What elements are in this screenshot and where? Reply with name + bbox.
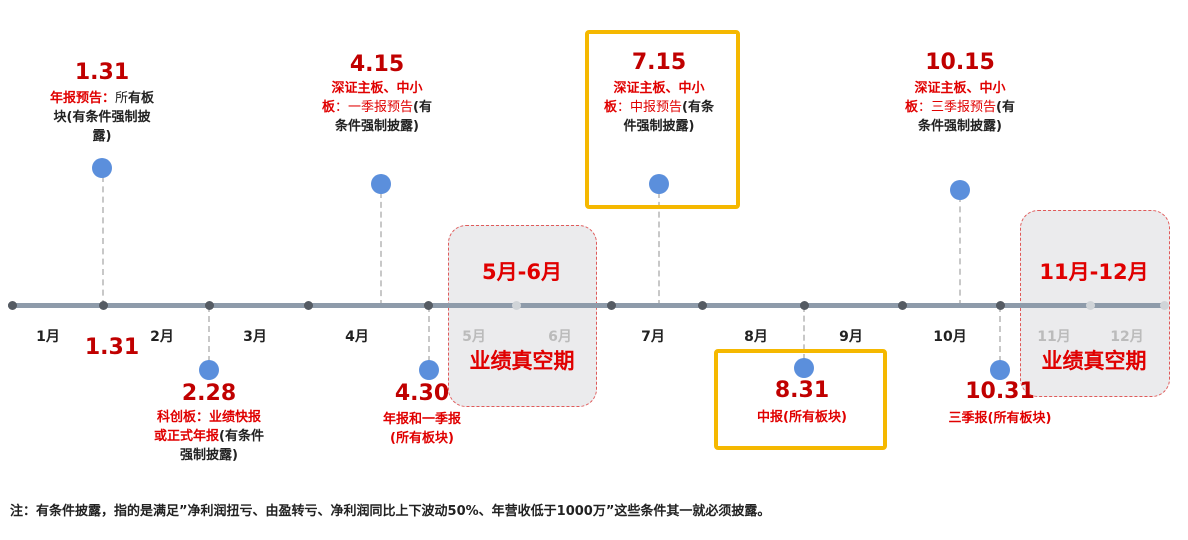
month-label-6: 6月 [548,329,572,345]
event-date-apr30: 4.30 [394,381,450,406]
event-desc-feb28-black: (有条件强制披露) [180,429,264,463]
event-desc-apr15: 深证主板、中小板：一季报预告(有条件强制披露) [321,79,433,136]
axis-tick [304,301,313,310]
event-desc-apr30-red2: (所有板块) [390,431,454,446]
axis-tick [607,301,616,310]
event-dot-oct31 [990,360,1010,380]
event-dot-jan31 [92,158,112,178]
axis-tick [698,301,707,310]
event-date-oct31: 10.31 [965,379,1035,404]
event-desc-jan31-red: 年报预告： [49,91,115,106]
event-date-feb28: 2.28 [181,381,237,406]
stem-jan31 [102,176,104,306]
event-desc-aug31: 中报(所有板块) [732,408,872,427]
stem-jul15 [658,192,660,306]
month-label-4: 4月 [345,329,369,345]
event-desc-jan31-rest: 有板块(有条件强制披露) [53,91,155,144]
event-dot-apr30 [419,360,439,380]
vacuum-period-label-may-jun: 业绩真空期 [469,349,575,373]
event-desc-apr15-red2: ：一季报预告 [335,100,414,115]
axis-tick [898,301,907,310]
axis-tick [205,301,214,310]
stem-oct31 [999,306,1001,362]
event-desc-jul15-black: (有条件强制披露) [623,100,714,134]
stem-apr15 [380,192,382,306]
event-date-apr15: 4.15 [349,52,405,77]
month-label-1: 1月 [36,329,60,345]
event-dot-oct15 [950,180,970,200]
event-desc-oct15-red2: ：三季报预告 [918,100,997,115]
event-desc-oct31-red: 三季报(所有板块) [948,411,1052,426]
vacuum-period-box-may-jun [448,225,597,407]
vacuum-period-title-may-jun: 5月-6月 [482,260,562,284]
event-date-jul15: 7.15 [631,50,687,75]
month-label-8: 8月 [744,329,768,345]
event-date-aug31: 8.31 [774,378,830,403]
axis-tick [1160,301,1169,310]
month-label-9: 9月 [839,329,863,345]
vacuum-period-label-nov-dec: 业绩真空期 [1041,349,1147,373]
month-label-5: 5月 [462,329,486,345]
axis-tick [424,301,433,310]
month-label-10: 10月 [933,329,967,345]
stem-feb28 [208,306,210,362]
event-desc-apr30-red: 年报和一季报 [382,412,461,427]
event-desc-oct15-red: 深证主板、中小板 [905,81,1006,115]
event-dot-apr15 [371,174,391,194]
axis-tick [996,301,1005,310]
event-desc-apr15-black: (有条件强制披露) [335,100,432,134]
stem-aug31 [803,306,805,360]
event-dot-aug31 [794,358,814,378]
month-label-7: 7月 [641,329,665,345]
event-dot-feb28 [199,360,219,380]
vacuum-period-title-nov-dec: 11月-12月 [1039,260,1149,284]
timeline-axis [8,303,1166,308]
event-desc-aug31-red: 中报(所有板块) [757,410,847,425]
event-desc-apr15-red: 深证主板、中小板 [322,81,423,115]
event-date-jan31-top: 1.31 [74,60,130,85]
axis-tick [8,301,17,310]
event-desc-oct15-black: (有条件强制披露) [918,100,1015,134]
event-desc-apr30: 年报和一季报 (所有板块) [362,410,482,448]
event-desc-feb28: 科创板：业绩快报或正式年报(有条件强制披露) [153,408,265,465]
event-desc-jul15: 深证主板、中小板：中报预告(有条件强制披露) [603,79,715,136]
axis-tick [800,301,809,310]
footnote: 注：有条件披露，指的是满足”净利润扭亏、由盈转亏、净利润同比上下波动50%、年营… [10,504,771,519]
axis-tick [512,301,521,310]
month-label-3: 3月 [243,329,267,345]
stem-apr30 [428,306,430,362]
event-desc-oct31: 三季报(所有板块) [930,409,1070,428]
event-desc-oct15: 深证主板、中小板：三季报预告(有条件强制披露) [904,79,1016,136]
axis-tick [99,301,108,310]
event-desc-jan31: 年报预告：所有板块(有条件强制披露) [46,89,158,146]
event-date-oct15: 10.15 [925,50,995,75]
event-desc-feb28-red: 科创板：业绩快报或正式年报 [154,410,261,444]
event-desc-jul15-red: 深证主板、中小板 [604,81,705,115]
axis-tick [1086,301,1095,310]
highlight-box-aug31 [714,349,887,450]
month-label-12: 12月 [1110,329,1144,345]
month-label-2: 2月 [150,329,174,345]
stem-oct15 [959,196,961,306]
highlight-box-jul15 [585,30,740,209]
month-label-11: 11月 [1037,329,1071,345]
event-dot-jul15 [649,174,669,194]
event-date-jan31-axis: 1.31 [84,335,140,360]
event-desc-jul15-red2: ：中报预告 [617,100,683,115]
event-desc-jan31-inline: 所 [114,91,128,106]
